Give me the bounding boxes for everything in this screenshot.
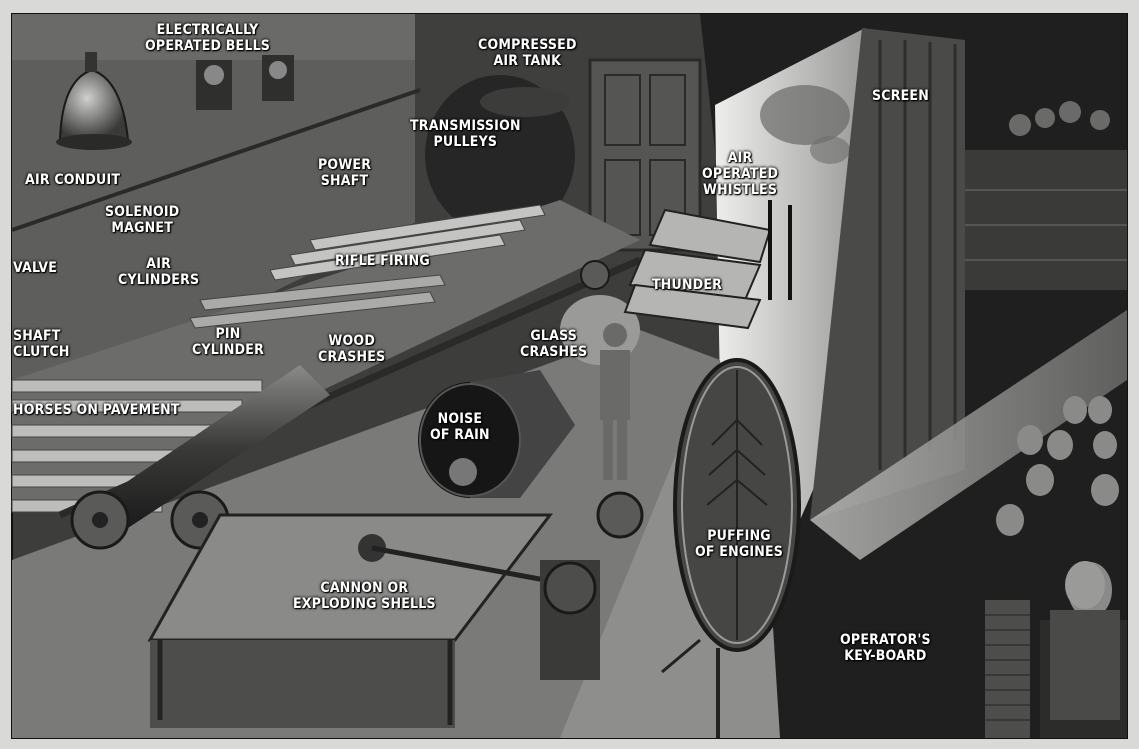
label-air-cylinders: AIR CYLINDERS [118,256,200,288]
label-air-operated-whistles: AIR OPERATED WHISTLES [702,150,779,198]
label-shaft-clutch: SHAFT CLUTCH [13,328,70,360]
label-electrically-operated-bells: ELECTRICALLY OPERATED BELLS [145,22,271,54]
theatre-curtain [810,28,965,520]
balcony [965,150,1127,290]
label-noise-of-rain: NOISE OF RAIN [430,411,490,443]
label-pin-cylinder: PIN CYLINDER [192,326,264,358]
operator-keyboard [985,600,1030,738]
operator-figure [600,323,630,480]
label-cannon-or-exploding-shells: CANNON OR EXPLODING SHELLS [293,580,436,612]
bell-icon [56,52,132,150]
keyboard-operator-figure [1050,561,1120,720]
label-puffing-of-engines: PUFFING OF ENGINES [695,528,784,560]
label-horses-on-pavement: HORSES ON PAVEMENT [13,402,180,418]
label-rifle-firing: RIFLE FIRING [335,253,430,269]
label-air-conduit: AIR CONDUIT [25,172,121,188]
engine-drum [661,358,801,738]
label-operators-keyboard: OPERATOR'S KEY-BOARD [840,632,931,664]
rain-drum [418,370,575,498]
label-thunder: THUNDER [652,277,723,293]
label-screen: SCREEN [872,88,929,104]
label-transmission-pulleys: TRANSMISSION PULLEYS [410,118,521,150]
label-valve: VALVE [13,260,57,276]
thunder-sheets [623,208,772,330]
label-wood-crashes: WOOD CRASHES [318,333,386,365]
label-glass-crashes: GLASS CRASHES [520,328,588,360]
pulley-icon [70,260,644,550]
label-compressed-air-tank: COMPRESSED AIR TANK [478,37,577,69]
label-solenoid-magnet: SOLENOID MAGNET [105,204,180,236]
projector-beam [810,310,1127,560]
label-power-shaft: POWER SHAFT [318,157,372,189]
